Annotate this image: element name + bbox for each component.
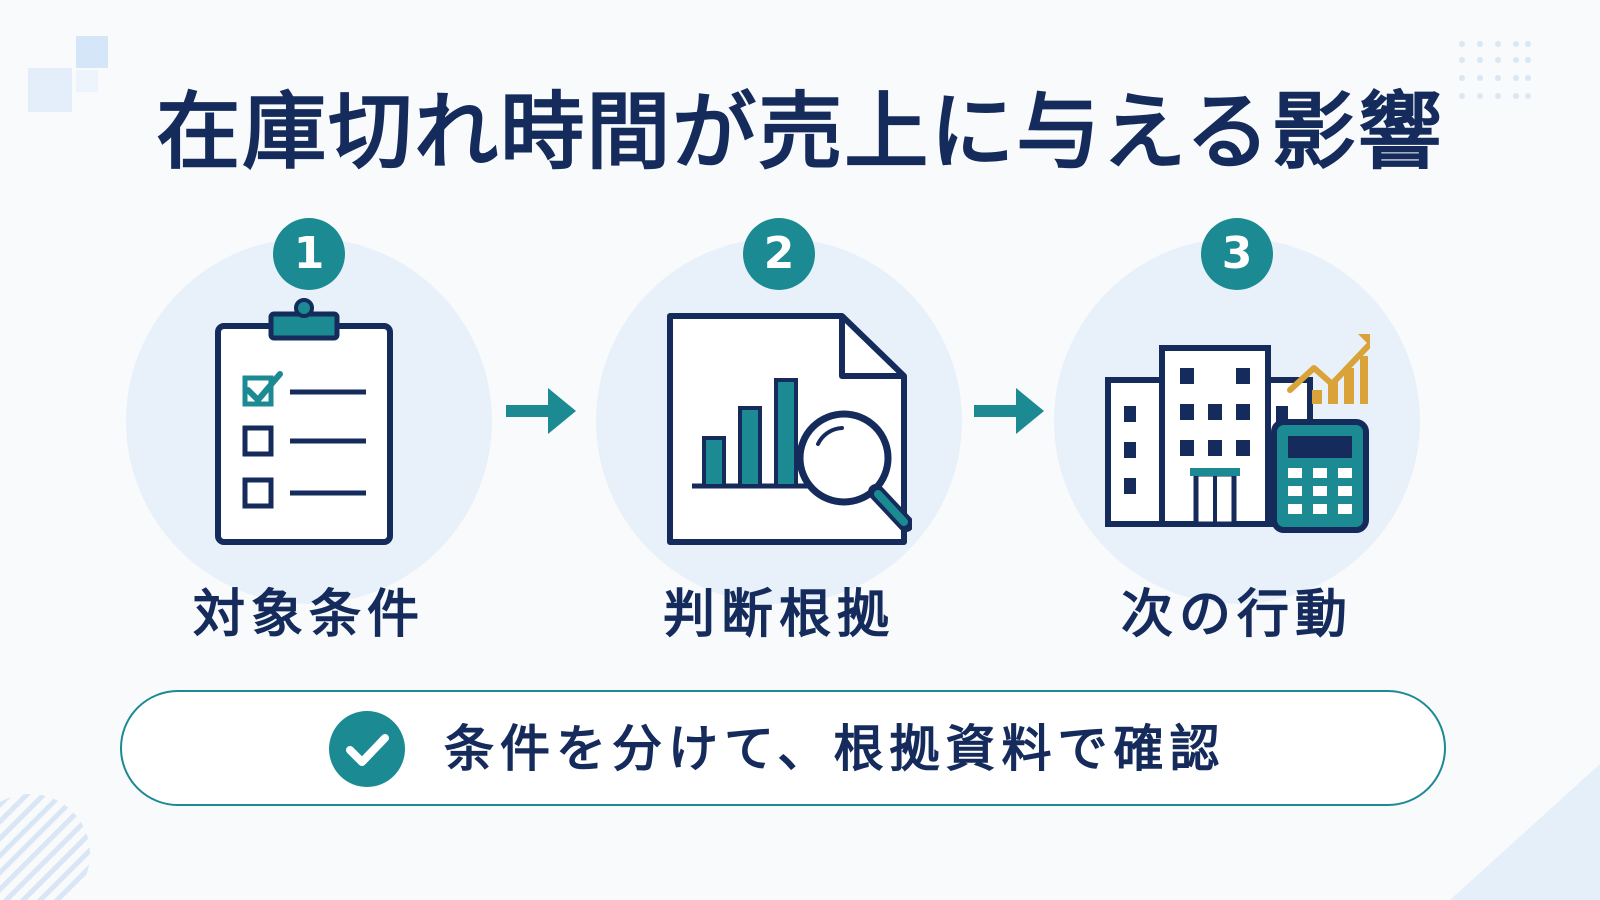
- report-magnifier-icon: [667, 313, 912, 545]
- decorative-dot-grid: [1459, 41, 1531, 99]
- step-1: 1 対象条件: [116, 218, 496, 658]
- summary-text: 条件を分けて、根拠資料で確認: [444, 720, 1226, 778]
- step-number-badge: 1: [273, 218, 345, 290]
- step-label: 対象条件: [192, 585, 425, 645]
- building-calculator-growth-icon: [1105, 334, 1370, 533]
- step-number-badge: 3: [1201, 218, 1273, 290]
- decorative-triangle: [1450, 764, 1600, 900]
- step-number-badge: 2: [743, 218, 815, 290]
- check-circle-icon: [329, 711, 405, 787]
- step-2: 2 判断根拠: [586, 218, 966, 658]
- decorative-squares: [28, 36, 108, 112]
- arrow-right-icon: [506, 388, 576, 434]
- summary-banner: 条件を分けて、根拠資料で確認: [120, 690, 1446, 806]
- decorative-striped-circle: [0, 794, 90, 900]
- page-title: 在庫切れ時間が売上に与える影響: [156, 83, 1444, 181]
- arrow-right-icon: [974, 388, 1044, 434]
- clipboard-checklist-icon: [215, 298, 393, 545]
- step-label: 次の行動: [1120, 585, 1353, 645]
- step-label: 判断根拠: [662, 585, 895, 645]
- step-3: 3 次の行動: [1044, 218, 1424, 658]
